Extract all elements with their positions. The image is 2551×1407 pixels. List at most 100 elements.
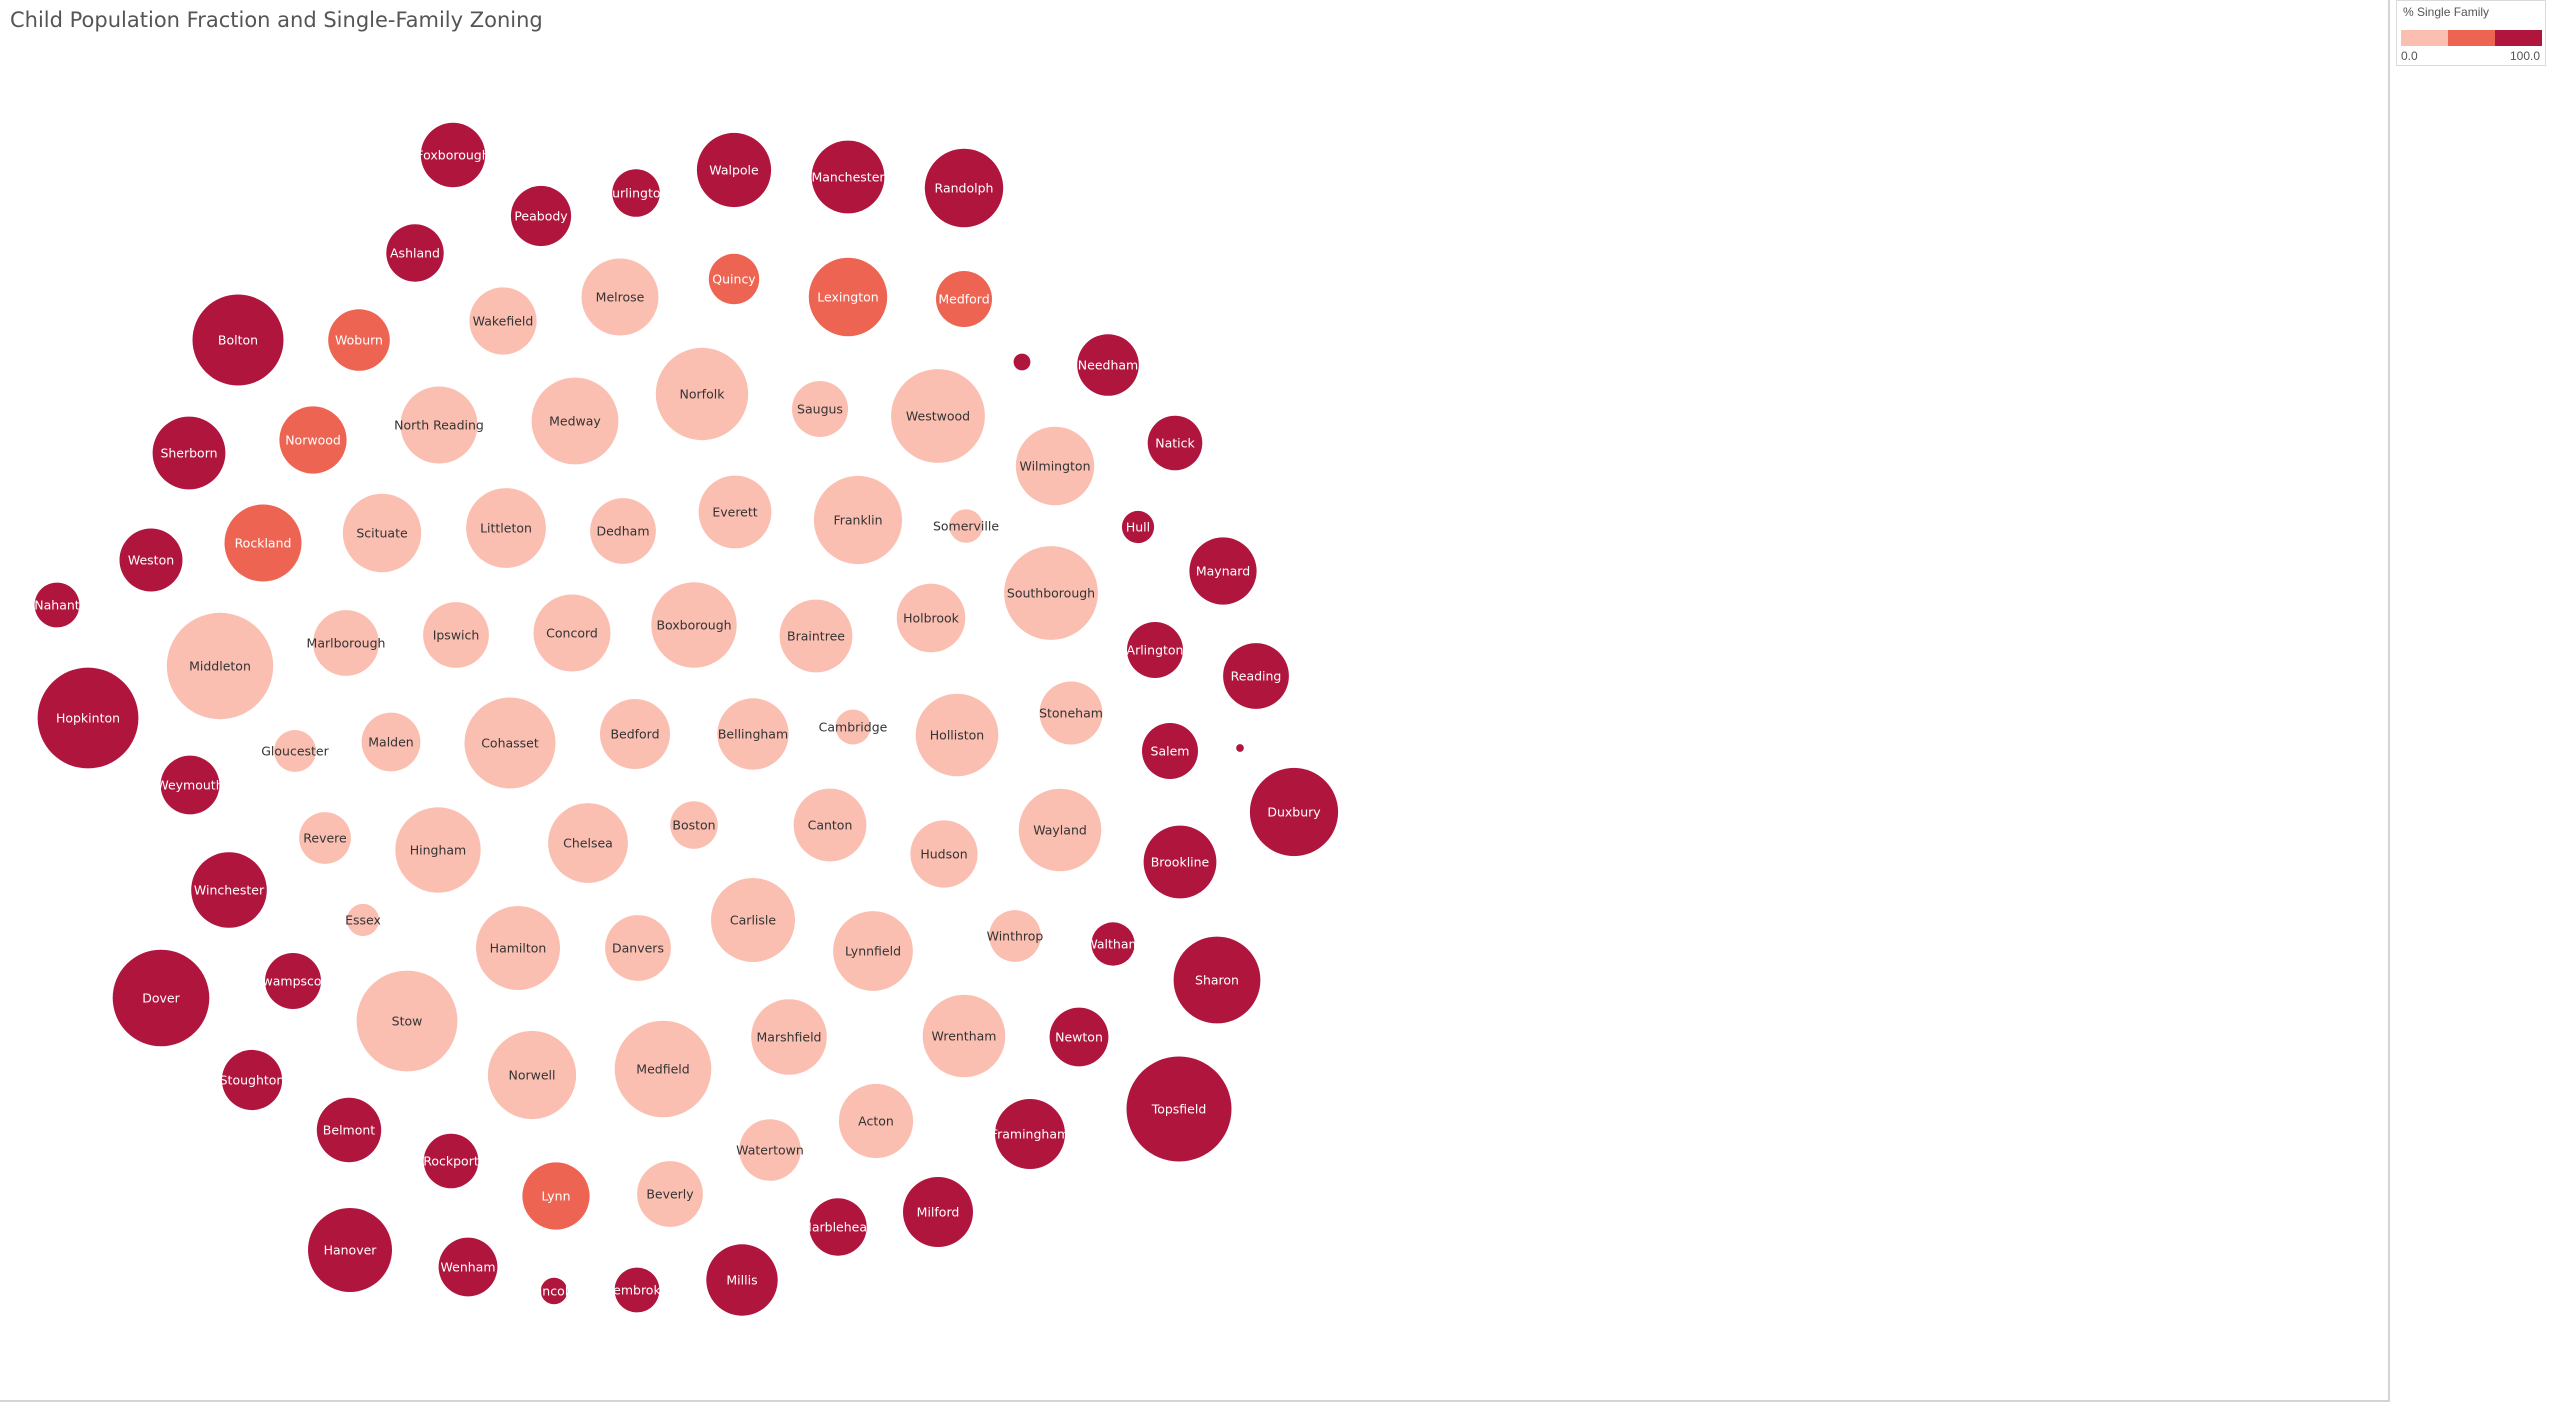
bubble-mark[interactable] xyxy=(279,406,347,474)
bubble-mark[interactable] xyxy=(670,801,718,849)
bubble-mark[interactable] xyxy=(1249,767,1339,857)
bubble-natick[interactable]: Natick xyxy=(1147,415,1203,471)
bubble-mark[interactable] xyxy=(119,528,183,592)
bubble-mark[interactable] xyxy=(487,1030,577,1120)
bubble-beverly[interactable]: Beverly xyxy=(637,1161,703,1227)
bubble-mark[interactable] xyxy=(1142,723,1198,779)
bubble-wilmington[interactable]: Wilmington xyxy=(1015,426,1095,506)
bubble-mark[interactable] xyxy=(316,1097,382,1163)
bubble-mark[interactable] xyxy=(1147,415,1203,471)
bubble-mark[interactable] xyxy=(1004,546,1098,640)
bubble-rockland[interactable]: Rockland xyxy=(224,504,302,582)
bubble-mark[interactable] xyxy=(949,509,983,543)
bubble-mark[interactable] xyxy=(698,475,772,549)
bubble-braintree[interactable]: Braintree xyxy=(779,599,853,673)
bubble-medway[interactable]: Medway xyxy=(531,377,619,465)
bubble-marlborough[interactable]: Marlborough xyxy=(307,610,386,676)
bubble-quincy[interactable]: Quincy xyxy=(708,253,760,305)
bubble-mark[interactable] xyxy=(423,1133,479,1189)
bubble-norwell[interactable]: Norwell xyxy=(487,1030,577,1120)
bubble-bellingham[interactable]: Bellingham xyxy=(717,698,789,770)
bubble-hanover[interactable]: Hanover xyxy=(308,1208,392,1292)
bubble-brookline[interactable]: Brookline xyxy=(1143,825,1217,899)
bubble-mark[interactable] xyxy=(903,1177,973,1247)
bubble-mark[interactable] xyxy=(989,910,1041,962)
bubble-mark[interactable] xyxy=(299,812,351,864)
bubble-mark[interactable] xyxy=(600,699,670,769)
bubble-bedford[interactable]: Bedford xyxy=(600,699,670,769)
bubble-acton[interactable]: Acton xyxy=(838,1083,914,1159)
bubble-franklin[interactable]: Franklin xyxy=(813,475,903,565)
bubble-stoneham[interactable]: Stoneham xyxy=(1039,681,1103,745)
bubble-dedham[interactable]: Dedham xyxy=(590,498,656,564)
bubble-topsfield[interactable]: Topsfield xyxy=(1126,1056,1232,1162)
bubble-wrentham[interactable]: Wrentham xyxy=(922,994,1006,1078)
bubble-boston[interactable]: Boston xyxy=(670,801,718,849)
bubble-mark[interactable] xyxy=(614,1020,712,1118)
bubble-stoughton[interactable]: Stoughton xyxy=(220,1049,285,1111)
bubble-cohasset[interactable]: Cohasset xyxy=(464,697,556,789)
bubble-mark[interactable] xyxy=(466,488,546,568)
bubble-marshfield[interactable]: Marshfield xyxy=(751,999,827,1075)
bubble-mark[interactable] xyxy=(1077,334,1139,396)
bubble-milford[interactable]: Milford xyxy=(903,1177,973,1247)
bubble-manchester[interactable]: Manchester xyxy=(811,140,885,214)
bubble-mark[interactable] xyxy=(1127,622,1183,678)
bubble-mark[interactable] xyxy=(274,730,316,772)
bubble-peabody[interactable]: Peabody xyxy=(510,185,572,247)
bubble-mark[interactable] xyxy=(346,903,380,937)
bubble-mark[interactable] xyxy=(581,258,659,336)
bubble-chelsea[interactable]: Chelsea xyxy=(548,803,628,883)
bubble-mark[interactable] xyxy=(356,970,458,1072)
bubble-mark[interactable] xyxy=(838,1083,914,1159)
bubble-rockport[interactable]: Rockport xyxy=(423,1133,479,1189)
bubble-ipswich[interactable]: Ipswich xyxy=(423,602,489,668)
bubble-maynard[interactable]: Maynard xyxy=(1189,537,1257,605)
bubble-mark[interactable] xyxy=(717,698,789,770)
bubble-mark[interactable] xyxy=(160,755,220,815)
bubble-lynn[interactable]: Lynn xyxy=(522,1162,590,1230)
bubble-mark[interactable] xyxy=(779,599,853,673)
bubble-saugus[interactable]: Saugus xyxy=(792,381,848,437)
bubble-hopkinton[interactable]: Hopkinton xyxy=(37,667,139,769)
bubble-hingham[interactable]: Hingham xyxy=(395,807,481,893)
bubble-somerville[interactable]: Somerville xyxy=(933,509,999,543)
bubble-weston[interactable]: Weston xyxy=(119,528,183,592)
bubble-holbrook[interactable]: Holbrook xyxy=(896,583,966,653)
bubble-mark[interactable] xyxy=(813,475,903,565)
bubble-mark[interactable] xyxy=(224,504,302,582)
bubble-mark[interactable] xyxy=(438,1237,498,1297)
bubble-dover[interactable]: Dover xyxy=(112,949,210,1047)
bubble-boxborough[interactable]: Boxborough xyxy=(651,582,737,668)
bubble-wenham[interactable]: Wenham xyxy=(438,1237,498,1297)
bubble-swampscott[interactable]: Swampscott xyxy=(255,953,332,1009)
bubble-mark[interactable] xyxy=(1126,1056,1232,1162)
bubble-walpole[interactable]: Walpole xyxy=(696,132,772,208)
bubble-gloucester[interactable]: Gloucester xyxy=(261,730,330,772)
bubble-mark[interactable] xyxy=(510,185,572,247)
bubble-hamilton[interactable]: Hamilton xyxy=(476,906,560,990)
bubble-arlington[interactable]: Arlington xyxy=(1127,622,1184,678)
bubble-southborough[interactable]: Southborough xyxy=(1004,546,1098,640)
bubble-mark[interactable] xyxy=(891,369,985,463)
bubble-revere[interactable]: Revere xyxy=(299,812,351,864)
bubble-mark[interactable] xyxy=(1121,510,1155,544)
bubble-mark[interactable] xyxy=(637,1161,703,1227)
bubble-canton[interactable]: Canton xyxy=(793,788,867,862)
bubble-lynnfield[interactable]: Lynnfield xyxy=(833,911,913,991)
bubble-medford[interactable]: Medford xyxy=(936,271,992,327)
bubble-mark[interactable] xyxy=(112,949,210,1047)
bubble-mark[interactable] xyxy=(166,612,274,720)
bubble-mark[interactable] xyxy=(833,911,913,991)
bubble-mark[interactable] xyxy=(711,878,795,962)
bubble-nahant[interactable]: Nahant xyxy=(34,582,80,628)
bubble-mark[interactable] xyxy=(835,709,871,745)
bubble-waltham[interactable]: Waltham xyxy=(1085,922,1141,966)
bubble-mark[interactable] xyxy=(1049,1007,1109,1067)
bubble-burlington[interactable]: Burlington xyxy=(604,169,669,217)
bubble-mark[interactable] xyxy=(1039,681,1103,745)
bubble-mark[interactable] xyxy=(696,132,772,208)
bubble-middleton[interactable]: Middleton xyxy=(166,612,274,720)
bubble-mark[interactable] xyxy=(1013,353,1031,371)
bubble-winchester[interactable]: Winchester xyxy=(191,852,267,928)
